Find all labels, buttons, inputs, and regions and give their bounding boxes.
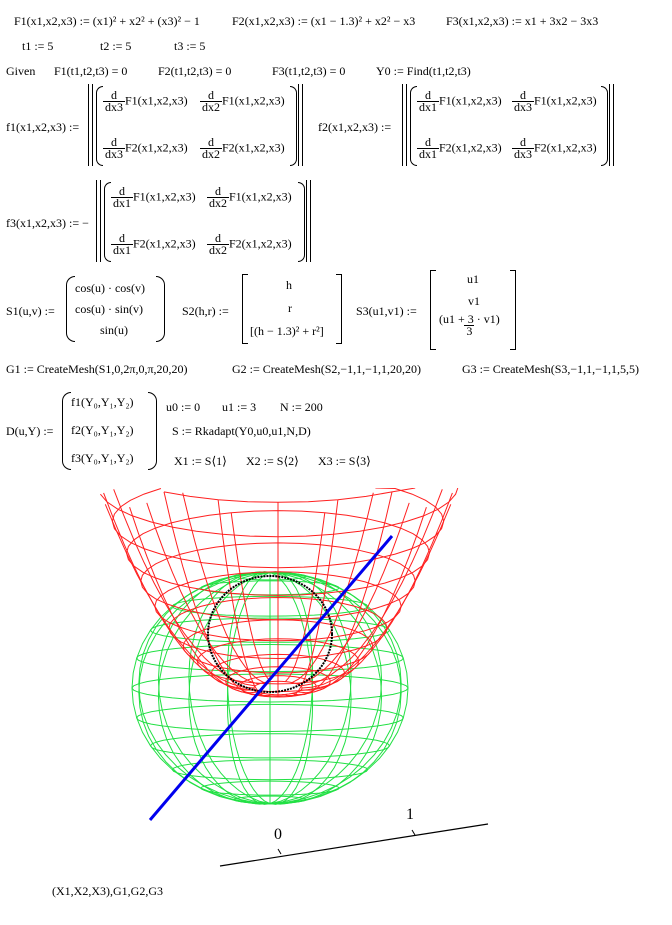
given-eq-1[interactable]: F1(t1,t2,t3) = 0 xyxy=(54,64,128,78)
def-S1-lhs[interactable]: S1(u,v) := xyxy=(6,304,55,318)
def-S3-lhs[interactable]: S3(u1,v1) := xyxy=(356,304,417,318)
init-t2[interactable]: t2 := 5 xyxy=(100,39,132,53)
init-t3[interactable]: t3 := 5 xyxy=(174,39,206,53)
axis-ruler xyxy=(219,823,489,867)
def-u1[interactable]: u1 := 3 xyxy=(222,400,257,414)
def-S-rkadapt[interactable]: S := Rkadapt(Y0,u0,u1,N,D) xyxy=(172,424,311,438)
def-f2-lhs[interactable]: f2(x1,x2,x3) := xyxy=(318,120,392,134)
mesh-G2[interactable]: G2 := CreateMesh(S2,−1,1,−1,1,20,20) xyxy=(232,362,421,376)
find-expression[interactable]: Y0 := Find(t1,t2,t3) xyxy=(376,64,471,78)
axis-tick-label-0: 0 xyxy=(274,826,282,843)
intersection-curve xyxy=(207,575,333,693)
def-S2-lhs[interactable]: S2(h,r) := xyxy=(182,304,229,318)
def-X3[interactable]: X3 := S⟨3⟩ xyxy=(318,454,371,468)
def-N[interactable]: N := 200 xyxy=(280,400,323,414)
sphere-mesh-G1 xyxy=(131,571,409,805)
given-eq-2[interactable]: F2(t1,t2,t3) = 0 xyxy=(158,64,232,78)
given-eq-3[interactable]: F3(t1,t2,t3) = 0 xyxy=(272,64,346,78)
def-X1[interactable]: X1 := S⟨1⟩ xyxy=(174,454,227,468)
mesh-G1[interactable]: G1 := CreateMesh(S1,0,2π,0,π,20,20) xyxy=(6,362,188,376)
axis-tick-label-1: 1 xyxy=(406,806,414,823)
def-u0[interactable]: u0 := 0 xyxy=(166,400,201,414)
def-F3[interactable]: F3(x1,x2,x3) := x1 + 3x2 − 3x3 xyxy=(446,14,599,28)
def-D-lhs[interactable]: D(u,Y) := xyxy=(6,424,54,438)
def-f1-lhs[interactable]: f1(x1,x2,x3) := xyxy=(6,120,80,134)
plane-line-G3 xyxy=(148,535,394,821)
given-label: Given xyxy=(6,64,36,78)
def-F2[interactable]: F2(x1,x2,x3) := (x1 − 1.3)² + x2² − x3 xyxy=(232,14,416,28)
paraboloid-mesh-G2 xyxy=(100,488,472,698)
def-F1[interactable]: F1(x1,x2,x3) := (x1)² + x2² + (x3)² − 1 xyxy=(14,14,200,28)
plot-caption[interactable]: (X1,X2,X3),G1,G2,G3 xyxy=(52,884,163,898)
init-t1[interactable]: t1 := 5 xyxy=(22,39,54,53)
def-f3-lhs[interactable]: f3(x1,x2,x3) := − xyxy=(6,216,89,230)
surface-plot-3d[interactable]: 0 1 xyxy=(90,488,510,878)
mesh-G3[interactable]: G3 := CreateMesh(S3,−1,1,−1,1,5,5) xyxy=(462,362,639,376)
def-X2[interactable]: X2 := S⟨2⟩ xyxy=(246,454,299,468)
